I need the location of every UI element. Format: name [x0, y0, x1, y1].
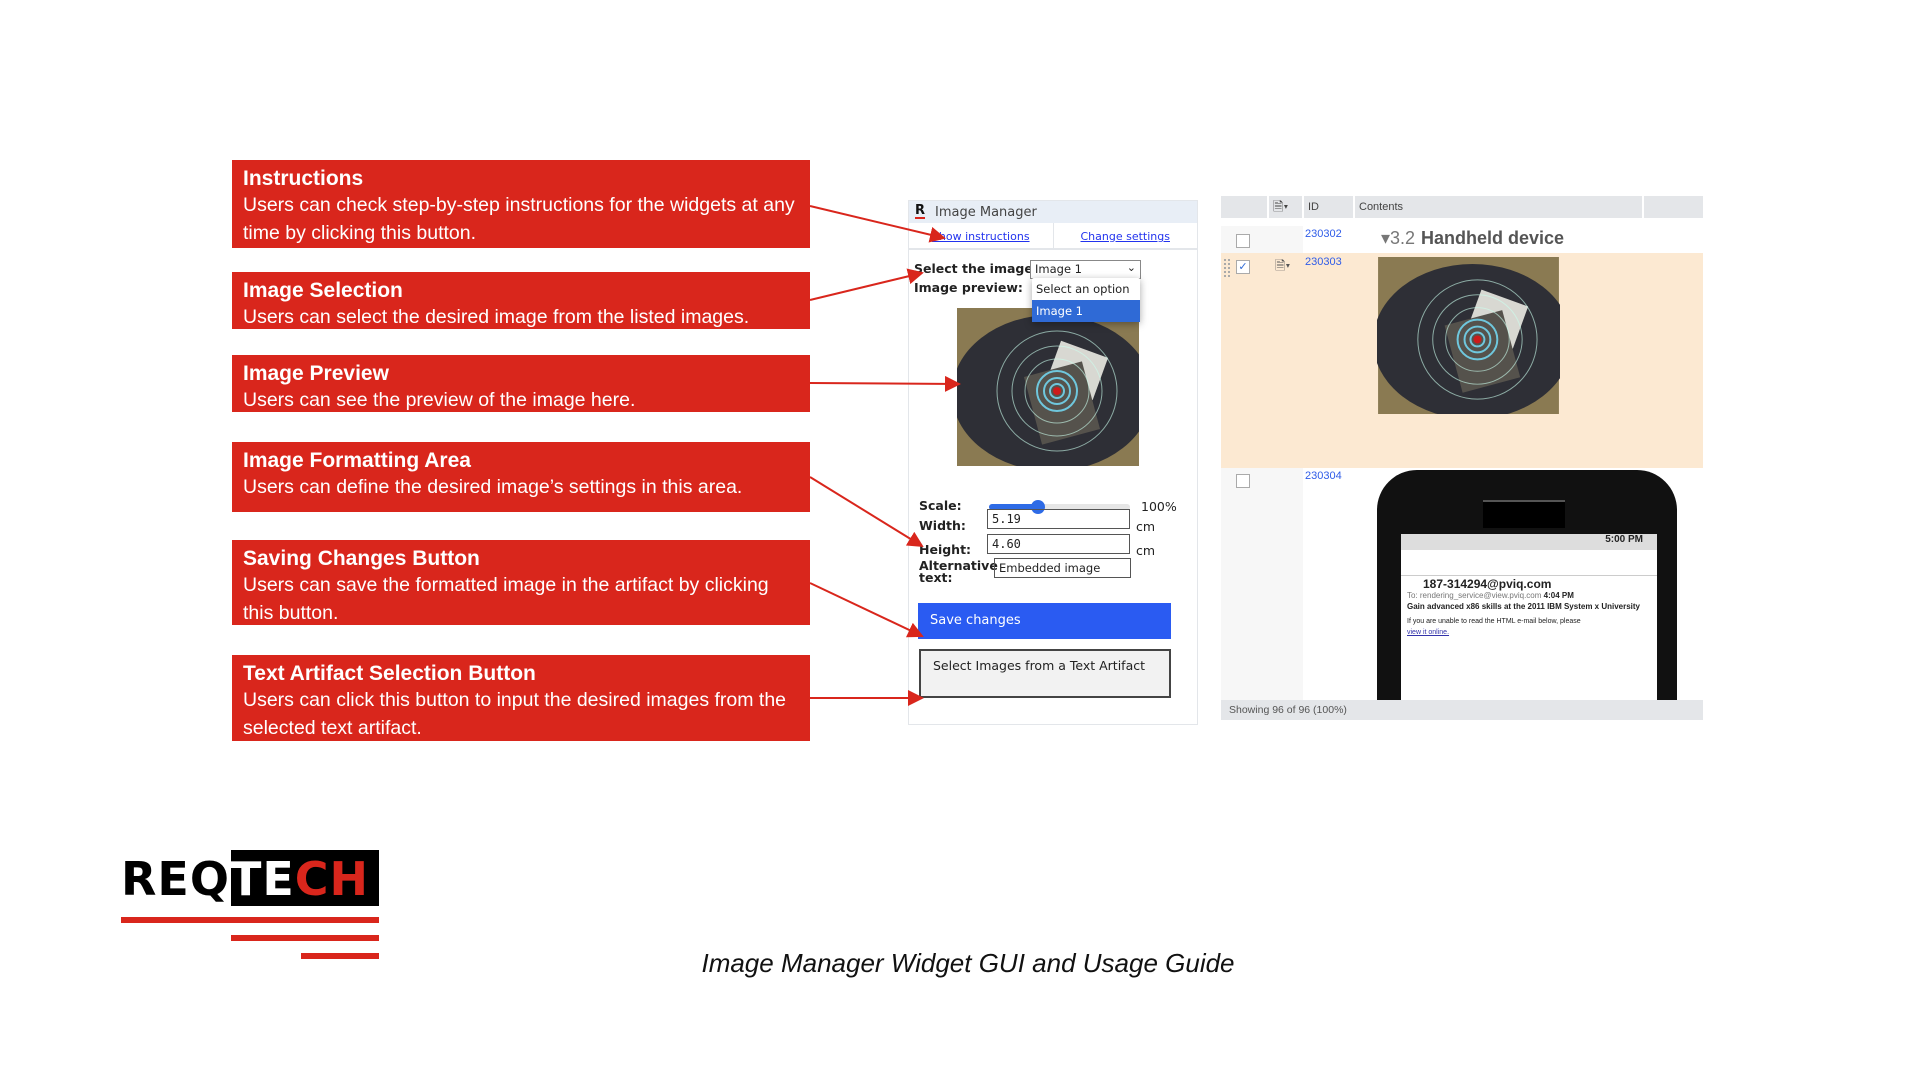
table-row-selected[interactable]: ✓ 🗎▾ 230303: [1221, 253, 1703, 468]
callout-title: Image Preview: [243, 362, 389, 385]
callout-title: Image Formatting Area: [243, 449, 471, 472]
phone-email-link: view it online.: [1407, 629, 1450, 636]
callout-desc: Users can see the preview of the image h…: [243, 389, 636, 411]
grid-footer-status: Showing 96 of 96 (100%): [1221, 700, 1703, 720]
logo-text-ch: CH: [294, 852, 370, 906]
alt-text-label: Alternative text:: [919, 558, 998, 585]
row-id-link[interactable]: 230304: [1305, 470, 1342, 482]
chevron-down-icon: ⌄: [1126, 261, 1136, 274]
arrow-image-preview: [809, 375, 961, 392]
show-instructions-link[interactable]: Show instructions: [909, 223, 1054, 248]
logo-text-req: REQ: [121, 852, 230, 906]
phone-email-subject: Gain advanced x86 skills at the 2011 IBM…: [1407, 602, 1641, 611]
arrow-formatting-area: [809, 476, 924, 548]
row-id-link[interactable]: 230303: [1305, 256, 1342, 268]
image-preview: [957, 308, 1139, 466]
callout-desc: Users can define the desired image’s set…: [243, 476, 743, 498]
scale-slider-fill: [989, 504, 1039, 510]
scale-label: Scale:: [919, 498, 962, 513]
table-row[interactable]: 230302 ▾3.2 Handheld device: [1221, 226, 1703, 253]
image-select-value: Image 1: [1035, 262, 1082, 276]
drag-handle-icon[interactable]: [1224, 259, 1230, 277]
callout-desc: Users can check step-by-step instruction…: [243, 194, 795, 244]
widget-header: R Image Manager: [909, 201, 1197, 223]
page-caption: Image Manager Widget GUI and Usage Guide: [701, 948, 1235, 978]
phone-email-from: 187-314294@pviq.com: [1423, 577, 1552, 591]
callout-desc: Users can select the desired image from …: [243, 306, 750, 328]
arrow-instructions: [809, 205, 946, 243]
heading-text: Handheld device: [1421, 228, 1565, 248]
header-id[interactable]: ID: [1304, 196, 1353, 218]
save-changes-button[interactable]: Save changes: [918, 603, 1171, 639]
phone-email-body: If you are unable to read the HTML e-mai…: [1407, 618, 1581, 625]
phone-time: 5:00 PM: [1401, 534, 1657, 550]
callout-title: Instructions: [243, 167, 364, 190]
row-id-link[interactable]: 230302: [1305, 228, 1342, 240]
option-image-1[interactable]: Image 1: [1032, 300, 1140, 322]
artifact-grid: 🗎▾ ID Contents 230302 ▾3.2 Handheld devi…: [1221, 196, 1703, 726]
height-unit: cm: [1136, 543, 1156, 558]
embedded-image: [1377, 257, 1560, 414]
row-document-menu-icon[interactable]: 🗎▾: [1275, 258, 1291, 273]
phone-email-to: To: rendering_service@view.pviq.com: [1407, 591, 1542, 600]
change-settings-link[interactable]: Change settings: [1080, 230, 1170, 243]
scale-value: 100%: [1141, 499, 1177, 514]
phone-email-time: 4:04 PM: [1543, 591, 1574, 600]
callout-title: Image Selection: [243, 279, 403, 302]
callout-title: Saving Changes Button: [243, 547, 480, 570]
reqtech-logo: REQTECH: [121, 850, 379, 962]
width-unit: cm: [1136, 519, 1156, 534]
phone-image: 5:00 PM 187-314294@pviq.com To: renderin…: [1377, 470, 1677, 700]
image-manager-widget: R Image Manager Show instructions Change…: [908, 200, 1198, 725]
width-label: Width:: [919, 518, 966, 533]
arrow-saving-changes: [809, 582, 924, 638]
arrow-image-selection: [809, 268, 924, 301]
height-input[interactable]: 4.60: [987, 534, 1130, 554]
logo-text-te: TE: [229, 852, 295, 906]
collapse-toggle[interactable]: ▾3.2: [1381, 228, 1416, 248]
image-preview-label: Image preview:: [914, 280, 1023, 295]
select-images-from-text-artifact-button[interactable]: Select Images from a Text Artifact: [919, 649, 1171, 698]
callout-desc: Users can click this button to input the…: [243, 689, 787, 739]
alt-text-input[interactable]: Embedded image: [994, 558, 1131, 578]
header-checkbox-col: [1221, 196, 1267, 218]
width-input[interactable]: 5.19: [987, 509, 1130, 529]
row-checkbox[interactable]: [1236, 474, 1250, 488]
header-extra: [1644, 196, 1703, 218]
scale-slider[interactable]: [989, 500, 1130, 514]
scale-slider-thumb[interactable]: [1031, 500, 1046, 514]
option-select-an-option[interactable]: Select an option: [1036, 282, 1130, 296]
table-row[interactable]: 230304 5:00 PM 187-314294@pviq.com To: r…: [1221, 468, 1703, 700]
callout-desc: Users can save the formatted image in th…: [243, 574, 769, 624]
widget-logo-icon: R: [915, 203, 926, 219]
row-checkbox[interactable]: [1236, 234, 1250, 248]
select-image-label: Select the image:: [914, 261, 1038, 276]
header-document-menu-icon[interactable]: 🗎▾: [1269, 196, 1302, 218]
header-contents[interactable]: Contents: [1355, 196, 1642, 218]
widget-title: Image Manager: [935, 204, 1037, 220]
callout-title: Text Artifact Selection Button: [243, 662, 536, 685]
row-checkbox-checked[interactable]: ✓: [1236, 260, 1250, 274]
image-select-dropdown: Select an option Image 1: [1032, 278, 1140, 322]
height-label: Height:: [919, 542, 972, 557]
heading-number: 3.2: [1390, 228, 1416, 248]
